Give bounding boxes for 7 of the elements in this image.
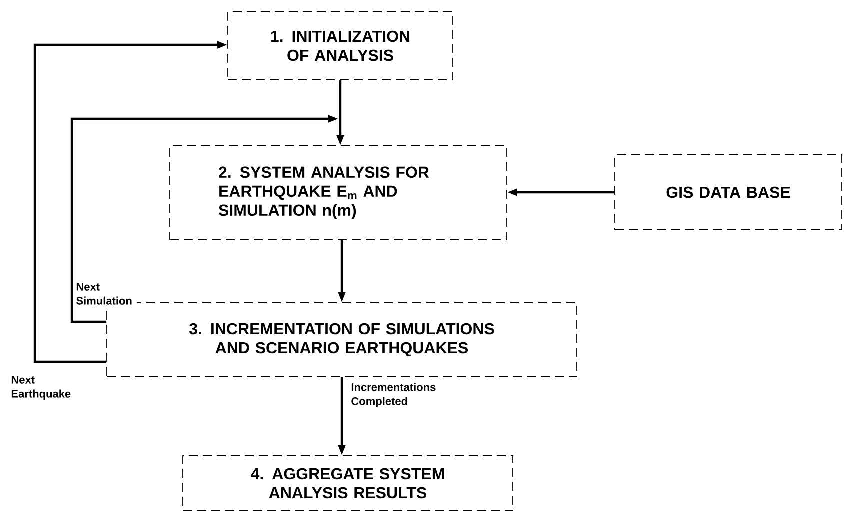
process-box: GIS DATA BASE xyxy=(614,154,842,230)
process-box: 4. AGGREGATE SYSTEM ANALYSIS RESULTS xyxy=(182,456,514,512)
edge-label: Next Earthquake xyxy=(10,375,82,402)
process-box: 1. INITIALIZATION OF ANALYSIS xyxy=(228,12,454,80)
process-box: 2. SYSTEM ANALYSIS FOR EARTHQUAKE E$_{m}$ AND SIMULATION n(m) xyxy=(170,146,508,240)
edge-label: Incrementations Completed xyxy=(350,382,448,408)
edge-label: Next Simulation xyxy=(75,282,138,306)
